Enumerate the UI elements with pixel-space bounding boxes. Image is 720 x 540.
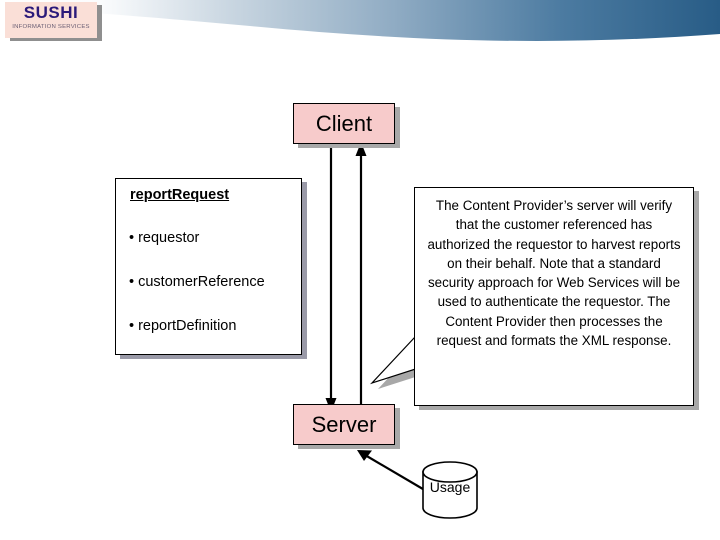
node-server[interactable]: Server (293, 404, 395, 445)
callout-note: The Content Provider’s server will verif… (414, 187, 694, 406)
sushi-logo: SUSHI INFORMATION SERVICES (5, 2, 97, 38)
request-item-customer-reference: • customerReference (129, 274, 265, 290)
callout-text: The Content Provider’s server will verif… (427, 198, 681, 349)
logo-title: SUSHI (23, 3, 79, 22)
logo-subtitle: INFORMATION SERVICES (12, 24, 90, 30)
node-client-label: Client (315, 110, 373, 136)
request-box: reportRequest • requestor • customerRefe… (115, 178, 302, 355)
arrow-usage-to-server (364, 454, 429, 493)
node-client[interactable]: Client (293, 103, 395, 144)
request-box-title: reportRequest (130, 187, 230, 203)
database-label: Usage (429, 479, 471, 495)
banner-swoosh-shape (0, 0, 720, 41)
node-server-label: Server (311, 411, 377, 437)
request-item-requestor: • requestor (129, 230, 200, 246)
arrowhead-usage-to-server (357, 450, 372, 461)
header-banner (0, 0, 720, 41)
request-item-report-definition: • reportDefinition (129, 318, 237, 334)
